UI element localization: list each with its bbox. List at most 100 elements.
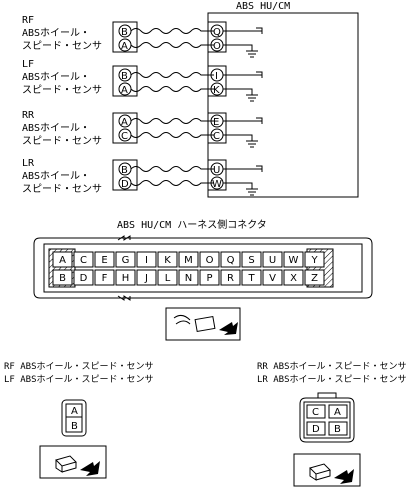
sensor-rf: RF ABSホイール・ スピード・センサ B A Q O [22, 15, 263, 58]
module-pin: K [213, 85, 220, 96]
harness-pin-label: V [269, 273, 276, 284]
rear-sensor-connector: RR ABSホイール・スピード・センサ LR ABSホイール・スピード・センサ … [257, 361, 407, 487]
harness-pin-label: J [144, 273, 148, 284]
sensor-code: LR [22, 158, 35, 169]
harness-pin-cell [283, 251, 304, 268]
sensor-name-2: スピード・センサ [22, 84, 102, 96]
harness-pin-label: I [145, 255, 148, 266]
sensor-pin: A [121, 117, 128, 128]
harness-pin-label: Q [227, 255, 235, 266]
harness-pin-cell [136, 269, 157, 286]
sensor-name-2: スピード・センサ [22, 40, 102, 52]
harness-pin-label: Y [310, 255, 318, 266]
front-sensor-connector: RF ABSホイール・スピード・センサ LF ABSホイール・スピード・センサ … [4, 361, 154, 479]
harness-pin-label: G [122, 255, 130, 266]
sensor-pin: B [121, 71, 128, 82]
harness-pin-cell [52, 251, 73, 268]
harness-pin-label: R [227, 273, 234, 284]
sensor-pin: A [121, 41, 128, 52]
harness-pin-label: H [122, 273, 130, 284]
module-title: ABS HU/CM [236, 1, 290, 12]
module-pin: I [215, 71, 218, 82]
rear-connector-label-2: LR ABSホイール・スピード・センサ [257, 374, 407, 385]
harness-pin-label: M [184, 255, 193, 266]
front-pin-a: A [71, 406, 78, 417]
rear-pin-b: B [334, 424, 341, 435]
harness-pin-label: W [289, 255, 299, 266]
harness-pin-cell [94, 269, 115, 286]
front-connector-label-2: LF ABSホイール・スピード・センサ [4, 374, 154, 385]
sensor-pin: A [121, 85, 128, 96]
harness-pin-cell [178, 251, 199, 268]
harness-pin-label: S [248, 255, 254, 266]
module-pin: E [213, 117, 219, 128]
harness-pin-cell [220, 251, 241, 268]
harness-pin-cell [283, 269, 304, 286]
module-pin: Q [213, 27, 221, 38]
module-pin: C [213, 131, 220, 142]
harness-pin-cell [52, 269, 73, 286]
harness-pin-cell [262, 269, 283, 286]
harness-pin-cell [220, 269, 241, 286]
rear-pin-d: D [312, 424, 320, 435]
harness-pin-cell [262, 251, 283, 268]
harness-pin-label: N [185, 273, 192, 284]
harness-pin-label: A [59, 255, 66, 266]
harness-pin-cell [94, 251, 115, 268]
sensor-name: ABSホイール・ [22, 122, 90, 134]
harness-pin-cell [178, 269, 199, 286]
harness-pin-cell [304, 251, 325, 268]
harness-pin-label: P [206, 273, 212, 284]
harness-pin-cell [115, 251, 136, 268]
rear-connector-label-1: RR ABSホイール・スピード・センサ [257, 361, 407, 372]
sensor-pin: D [121, 179, 129, 190]
sensor-lr: LR ABSホイール・ スピード・センサ B D U W [22, 158, 263, 196]
harness-pin-label: O [206, 255, 214, 266]
harness-pin-cell [115, 269, 136, 286]
harness-pin-cell [136, 251, 157, 268]
module-pin: O [213, 41, 221, 52]
harness-pin-cell [199, 269, 220, 286]
sensor-pin: C [121, 131, 128, 142]
sensor-name-2: スピード・センサ [22, 183, 102, 195]
harness-pin-cell [304, 269, 325, 286]
harness-pin-label: Z [311, 273, 318, 284]
harness-pin-cell [73, 269, 94, 286]
harness-pin-label: X [290, 273, 297, 284]
harness-pin-label: L [165, 273, 171, 284]
sensor-rr: RR ABSホイール・ スピード・センサ A C E C [22, 110, 263, 148]
sensor-name: ABSホイール・ [22, 71, 90, 83]
harness-pin-cell [157, 269, 178, 286]
harness-pin-label: U [269, 255, 276, 266]
rear-pin-c: C [312, 407, 319, 418]
harness-pin-label: C [80, 255, 87, 266]
harness-pin-label: E [101, 255, 107, 266]
sensor-code: RF [22, 15, 34, 26]
harness-pin-label: B [59, 273, 66, 284]
harness-pin-cell [73, 251, 94, 268]
harness-pin-cell [241, 251, 262, 268]
front-connector-label-1: RF ABSホイール・スピード・センサ [4, 361, 154, 372]
sensor-pin: B [121, 27, 128, 38]
module-pin: W [212, 179, 222, 190]
sensor-code: RR [22, 110, 35, 121]
sensor-name: ABSホイール・ [22, 170, 90, 182]
front-pin-b: B [71, 421, 78, 432]
harness-pin-label: K [164, 255, 171, 266]
harness-pin-cell [199, 251, 220, 268]
sensor-name-2: スピード・センサ [22, 135, 102, 147]
harness-pin-label: D [80, 273, 88, 284]
sensor-lf: LF ABSホイール・ スピード・センサ B A I K [22, 59, 263, 102]
harness-pin-cell [241, 269, 262, 286]
harness-mating-illustration [165, 307, 241, 341]
sensor-code: LF [22, 59, 34, 70]
harness-pin-cell [157, 251, 178, 268]
sensor-pin: B [121, 165, 128, 176]
rear-pin-a: A [334, 407, 341, 418]
module-pin: U [213, 165, 220, 176]
harness-pin-label: F [102, 273, 108, 284]
module-box [207, 12, 359, 198]
harness-pin-label: T [247, 273, 255, 284]
